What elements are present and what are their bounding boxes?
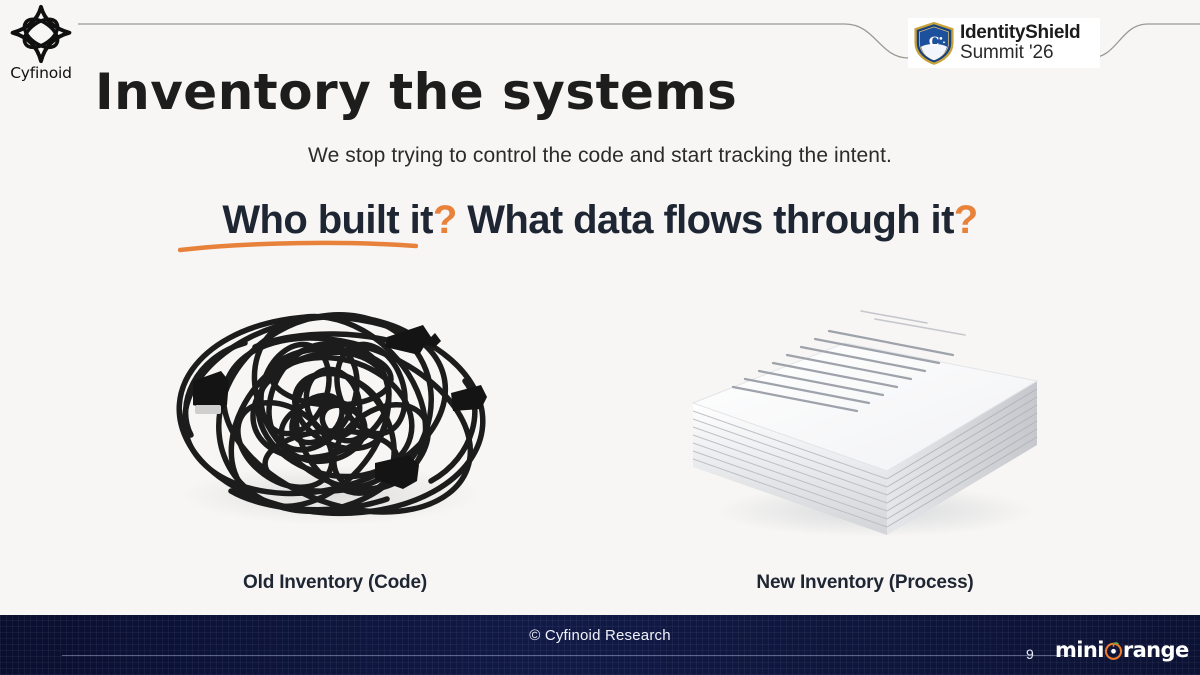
footer-credit: © Cyfinoid Research (529, 627, 671, 644)
paper-stack-illustration (691, 310, 1039, 537)
footer-divider (62, 655, 1072, 656)
tangled-cables-illustration (176, 312, 487, 525)
question-underline (178, 240, 418, 253)
summit-name-line1: IdentityShield (960, 21, 1081, 43)
question-headline: Who built it? What data flows through it… (0, 198, 1200, 243)
orange-circle-icon (1104, 641, 1122, 660)
miniorange-suffix: range (1122, 637, 1189, 662)
identityshield-shield-badge-icon: C (914, 21, 954, 65)
svg-text:C: C (929, 35, 939, 50)
cyfinoid-wordmark: Cyfinoid (10, 64, 72, 82)
miniorange-prefix: mini (1055, 637, 1104, 662)
question-mark-1: ? (432, 198, 457, 242)
page-subtitle: We stop trying to control the code and s… (308, 144, 892, 167)
identityshield-summit-logo: C IdentityShield Summit '26 (908, 18, 1100, 68)
miniorange-logo: mini range (1055, 638, 1189, 662)
old-inventory-panel: Old Inventory (Code) (135, 285, 535, 605)
page-title: Inventory the systems (95, 63, 738, 121)
question-mark-2: ? (953, 198, 978, 242)
footer-bar: © Cyfinoid Research 9 (0, 615, 1200, 675)
cyfinoid-star-mark-icon (10, 4, 72, 64)
new-inventory-panel: New Inventory (Process) (665, 285, 1065, 605)
cyfinoid-logo: Cyfinoid (5, 3, 77, 87)
comparison-section: Old Inventory (Code) (0, 285, 1200, 605)
page-number: 9 (1026, 646, 1034, 662)
summit-name-line2: Summit '26 (960, 42, 1054, 63)
old-inventory-caption: Old Inventory (Code) (243, 572, 427, 593)
question-part-1: Who built it (222, 198, 433, 242)
question-part-2: What data flows through it (456, 198, 954, 242)
new-inventory-caption: New Inventory (Process) (756, 572, 974, 593)
